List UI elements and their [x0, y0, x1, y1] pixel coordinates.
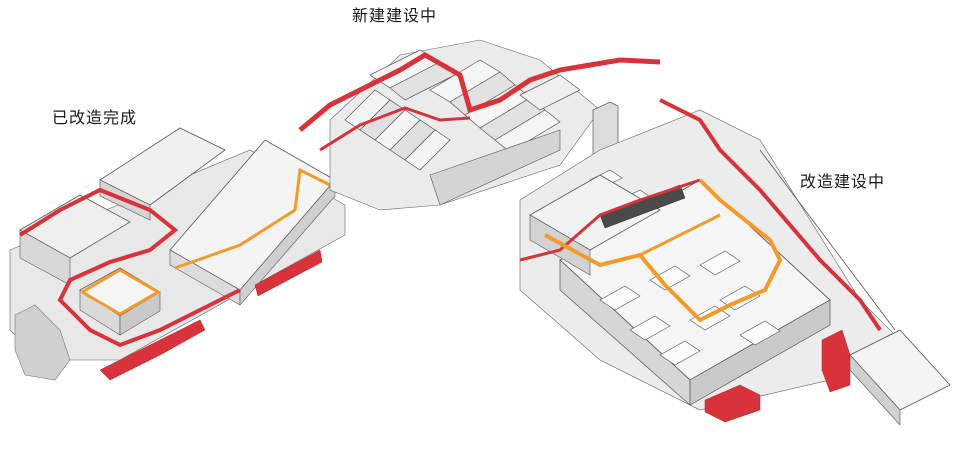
left-west-side — [19, 229, 71, 286]
zone-label-completed: 已改造完成 — [52, 108, 138, 127]
left-wing — [9, 127, 346, 381]
right-red-route-2 — [519, 178, 701, 262]
middle-section — [298, 39, 661, 211]
left-red-base-2 — [254, 249, 323, 297]
right-orange-route-2 — [639, 213, 721, 257]
middle-red-route — [298, 52, 661, 132]
zone-label-renovation: 改造建设中 — [800, 172, 886, 191]
right-red-route — [659, 98, 882, 332]
left-ruins — [14, 304, 71, 381]
left-long-hall-front — [239, 179, 336, 306]
right-main-side — [689, 299, 831, 406]
left-courtyard-orange-path — [81, 268, 161, 316]
right-red-stair — [821, 329, 851, 393]
left-red-route — [18, 187, 241, 348]
left-orange-route — [174, 167, 331, 270]
zone-label-new-construction: 新建建设中 — [352, 6, 438, 25]
right-wing — [519, 98, 951, 426]
right-red-entrance — [704, 384, 761, 423]
left-red-base — [99, 319, 206, 381]
right-orange-route — [544, 178, 783, 323]
middle-red-route-2 — [319, 106, 471, 152]
middle-front-wall — [429, 129, 561, 206]
right-long-edge — [759, 149, 896, 331]
right-ramp-side — [849, 354, 901, 426]
